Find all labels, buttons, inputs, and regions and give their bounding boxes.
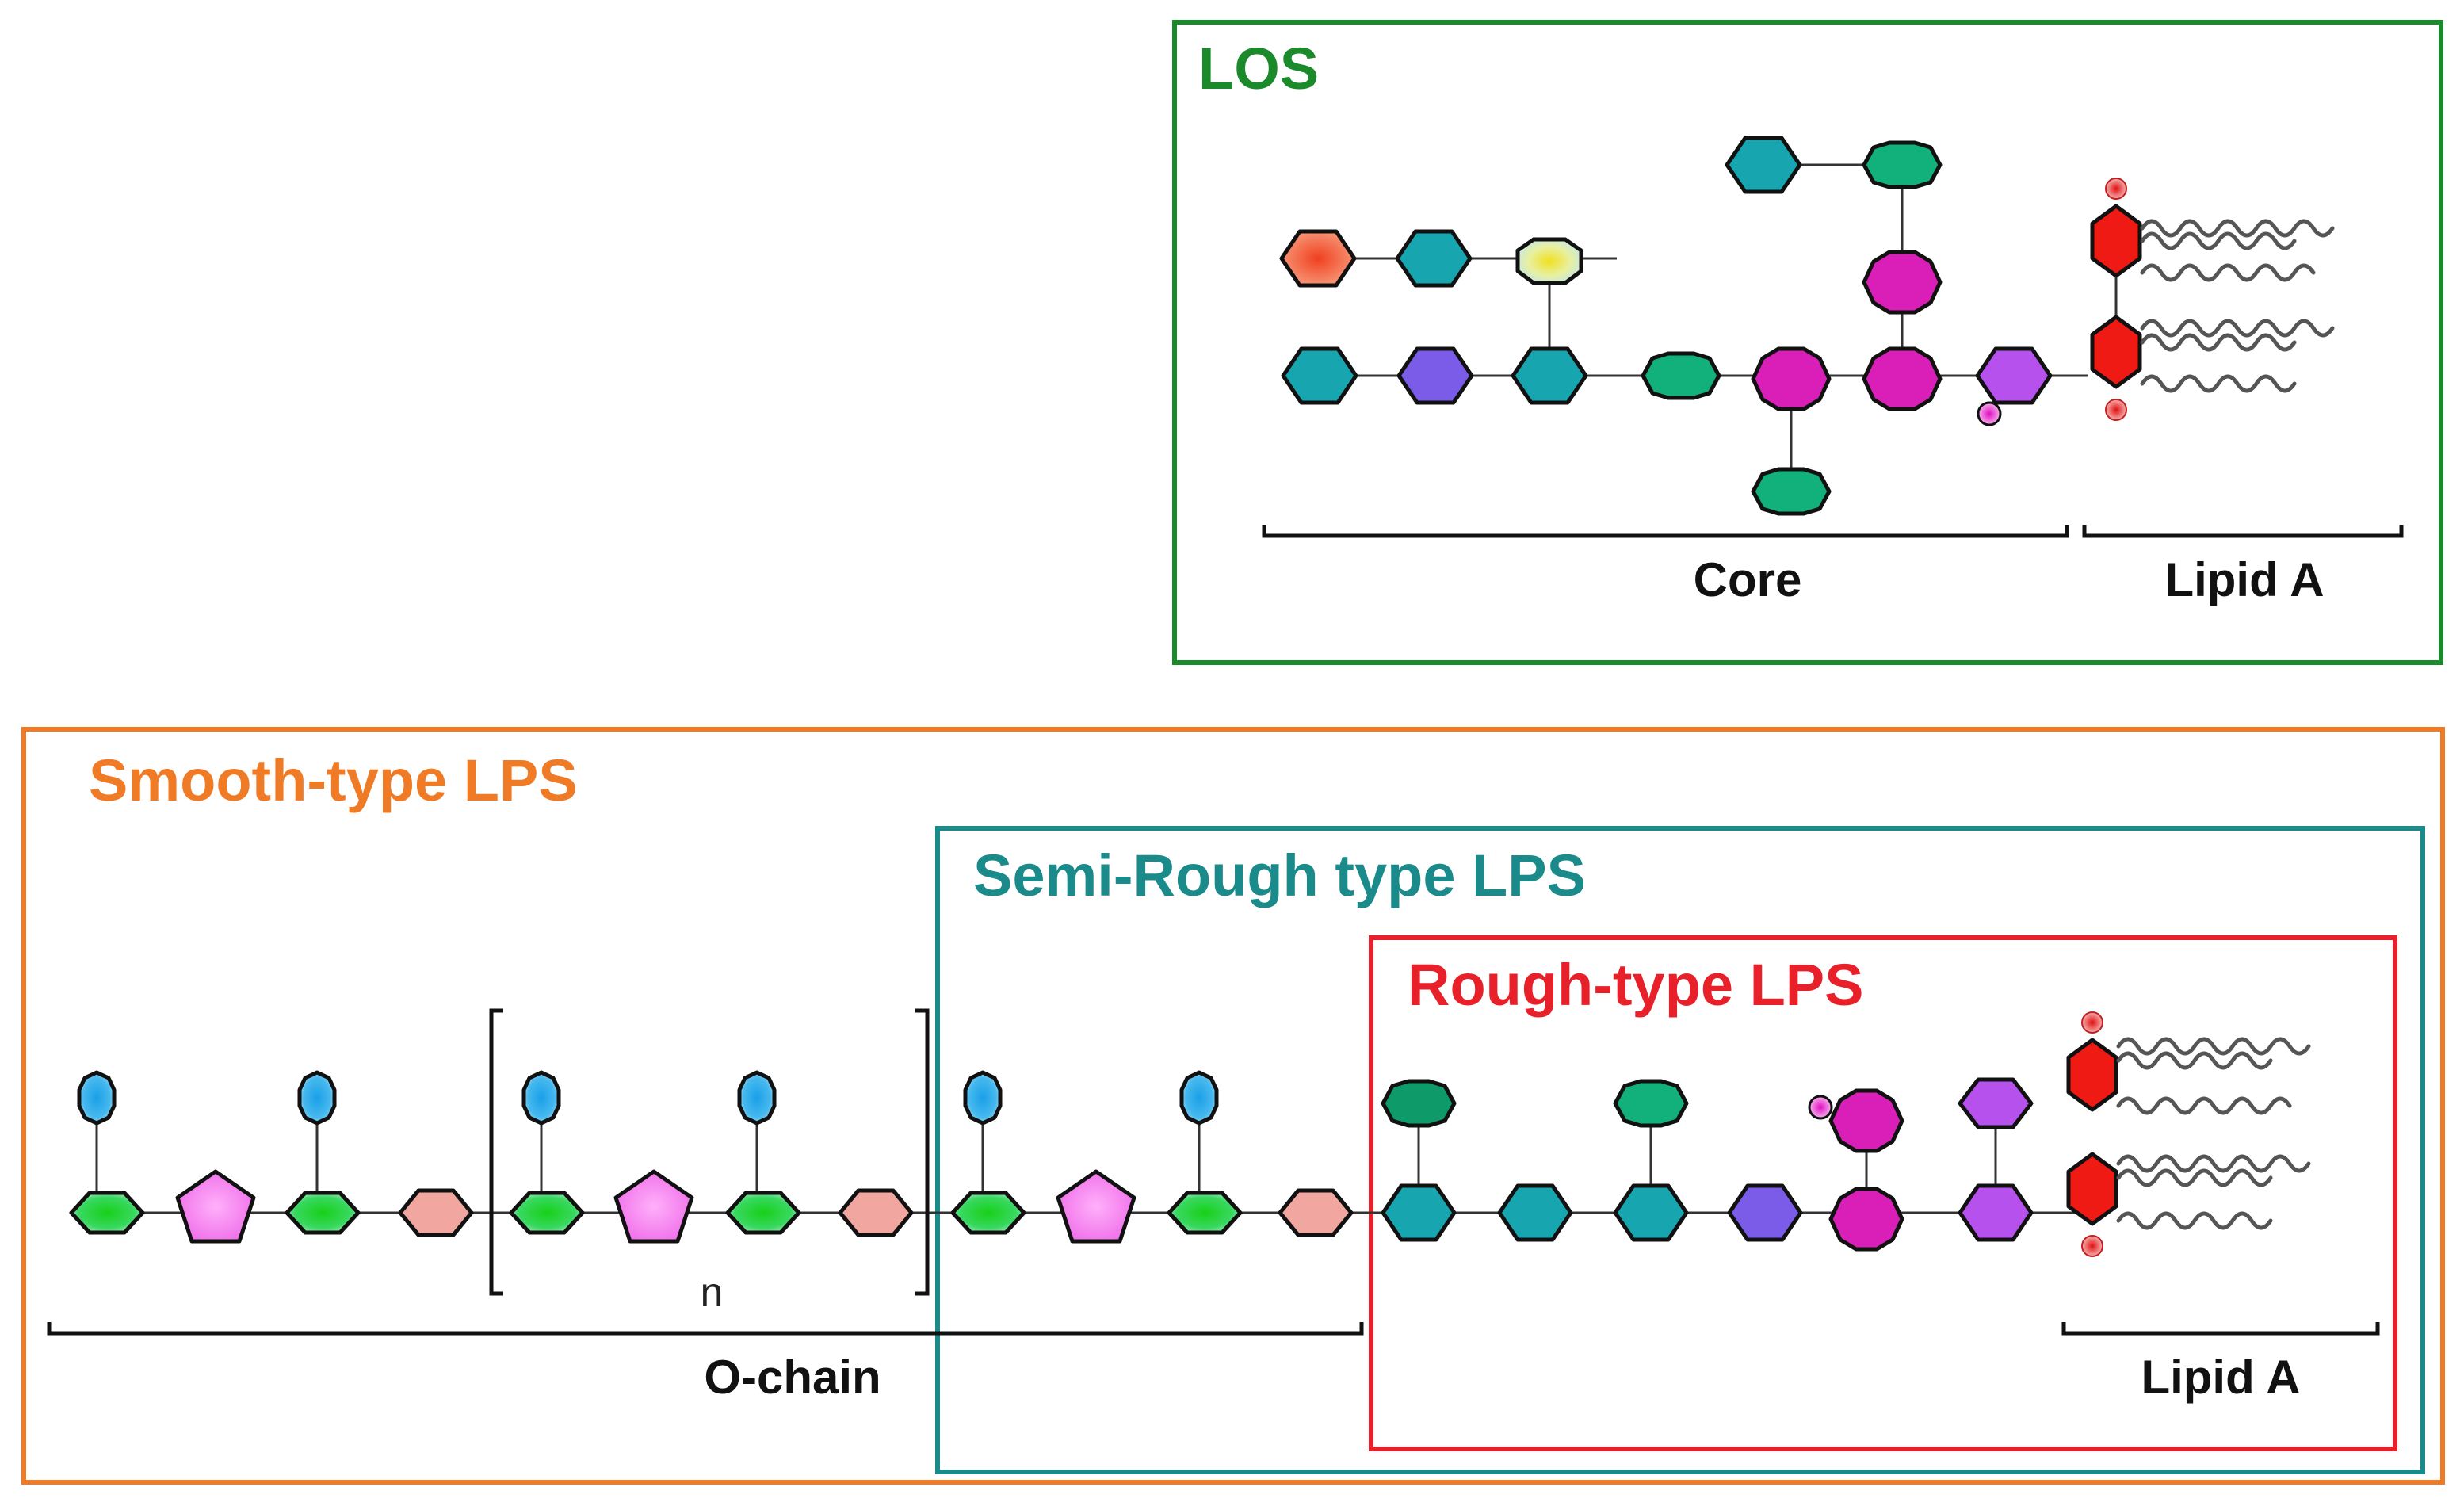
magenta-octagon-sugar-icon: [1862, 346, 1943, 411]
purple-hexagon-sugar-icon: [1958, 1183, 2034, 1242]
repeat-unit-bracket-left: [489, 1008, 503, 1296]
semi-rough-lps-frame: [935, 826, 2425, 1474]
orange-gradient-hexagon-sugar-icon: [1279, 229, 1357, 288]
emerald-octagon-sugar-icon: [1862, 140, 1943, 189]
phosphate-icon: [2081, 1011, 2103, 1034]
green-gradient-hexagon-sugar-icon: [285, 1191, 361, 1235]
repeat-count-label: n: [701, 1270, 724, 1316]
teal-hexagon-sugar-icon: [1281, 346, 1358, 405]
blue-octagon-sugar-icon: [963, 1070, 1003, 1126]
green-gradient-hexagon-sugar-icon: [950, 1191, 1026, 1235]
red-hexagon-lipid-a-icon: [2066, 1152, 2118, 1226]
acyl-chain-icon: [2140, 219, 2335, 238]
pink-pentagon-sugar-icon: [1056, 1169, 1136, 1244]
smooth-lps-title: Smooth-type LPS: [89, 747, 578, 813]
acyl-chain-icon: [2116, 1037, 2311, 1056]
magenta-octagon-sugar-icon: [1828, 1088, 1904, 1153]
salmon-hexagon-sugar-icon: [1278, 1188, 1354, 1237]
acyl-chain-icon: [2140, 333, 2297, 352]
acyl-chain-icon: [2116, 1168, 2273, 1187]
acyl-chain-icon: [2140, 319, 2335, 338]
pink-pentagon-sugar-icon: [175, 1169, 256, 1244]
blue-octagon-sugar-icon: [297, 1070, 337, 1126]
green-gradient-hexagon-sugar-icon: [725, 1191, 801, 1235]
salmon-hexagon-sugar-icon: [838, 1188, 914, 1237]
teal-hexagon-sugar-icon: [1613, 1183, 1689, 1242]
o-chain-label: O-chain: [704, 1351, 881, 1404]
phosphate-icon: [2105, 399, 2127, 421]
los-structure: Core Lipid A: [1262, 136, 2404, 606]
magenta-octagon-sugar-icon: [1828, 1187, 1904, 1252]
rough-lps-title: Rough-type LPS: [1408, 952, 1864, 1018]
red-hexagon-lipid-a-icon: [2090, 315, 2142, 389]
yellow-gradient-heptagon-sugar-icon: [1515, 237, 1583, 285]
purple-hexagon-sugar-icon: [1975, 346, 2053, 405]
magenta-octagon-sugar-icon: [1751, 346, 1832, 411]
lps-structure: n O-chain Lipid A: [47, 1008, 2380, 1404]
acyl-chain-icon: [2116, 1154, 2311, 1173]
acyl-chain-icon: [2116, 1096, 2292, 1115]
emerald-octagon-sugar-icon: [1641, 351, 1721, 400]
blue-violet-hexagon-sugar-icon: [1396, 346, 1474, 405]
o-chain-bracket: [47, 1322, 1364, 1336]
acyl-chain-icon: [2140, 374, 2297, 393]
blue-octagon-sugar-icon: [1179, 1070, 1219, 1126]
phosphate-icon: [2105, 178, 2127, 200]
semi-rough-lps-title: Semi-Rough type LPS: [973, 843, 1586, 908]
lipid-a-label: Lipid A: [2164, 553, 2324, 606]
los-title: LOS: [1198, 36, 1319, 101]
emerald-octagon-sugar-icon: [1613, 1079, 1689, 1128]
emerald-octagon-sugar-icon: [1751, 467, 1832, 516]
acyl-chain-icon: [2140, 263, 2316, 282]
red-hexagon-lipid-a-icon: [2066, 1038, 2118, 1112]
lipid-a-bracket: [2061, 1322, 2380, 1336]
green-gradient-hexagon-sugar-icon: [509, 1191, 585, 1235]
rough-lps-frame: [1369, 935, 2397, 1451]
salmon-hexagon-sugar-icon: [398, 1188, 474, 1237]
teal-hexagon-sugar-icon: [1725, 136, 1802, 194]
core-bracket: [1262, 525, 2069, 538]
blue-octagon-sugar-icon: [737, 1070, 777, 1126]
phosphate-icon: [1977, 401, 2002, 426]
teal-hexagon-sugar-icon: [1511, 346, 1588, 405]
phosphate-icon: [1808, 1095, 1833, 1120]
acyl-chain-icon: [2140, 231, 2297, 250]
acyl-chain-icon: [2116, 1211, 2273, 1230]
purple-hexagon-sugar-icon: [1958, 1077, 2034, 1130]
pink-pentagon-sugar-icon: [613, 1169, 694, 1244]
repeat-unit-bracket-right: [915, 1008, 930, 1296]
core-label: Core: [1694, 553, 1802, 606]
lipid-a-label: Lipid A: [2141, 1351, 2300, 1404]
lipid-a-bracket: [2082, 525, 2404, 538]
green-gradient-hexagon-sugar-icon: [69, 1191, 145, 1235]
blue-octagon-sugar-icon: [521, 1070, 561, 1126]
los-frame: [1172, 20, 2443, 665]
blue-violet-hexagon-sugar-icon: [1727, 1183, 1803, 1242]
teal-hexagon-sugar-icon: [1497, 1183, 1573, 1242]
green-gradient-hexagon-sugar-icon: [1167, 1191, 1243, 1235]
red-hexagon-lipid-a-icon: [2090, 204, 2142, 278]
acyl-chain-icon: [2116, 1051, 2273, 1070]
teal-hexagon-sugar-icon: [1381, 1183, 1457, 1242]
smooth-lps-frame: [21, 727, 2445, 1485]
magenta-octagon-sugar-icon: [1862, 250, 1943, 315]
phosphate-icon: [2081, 1235, 2103, 1257]
blue-octagon-sugar-icon: [77, 1070, 117, 1126]
emerald-octagon-sugar-icon: [1381, 1079, 1457, 1128]
teal-hexagon-sugar-icon: [1395, 229, 1473, 288]
